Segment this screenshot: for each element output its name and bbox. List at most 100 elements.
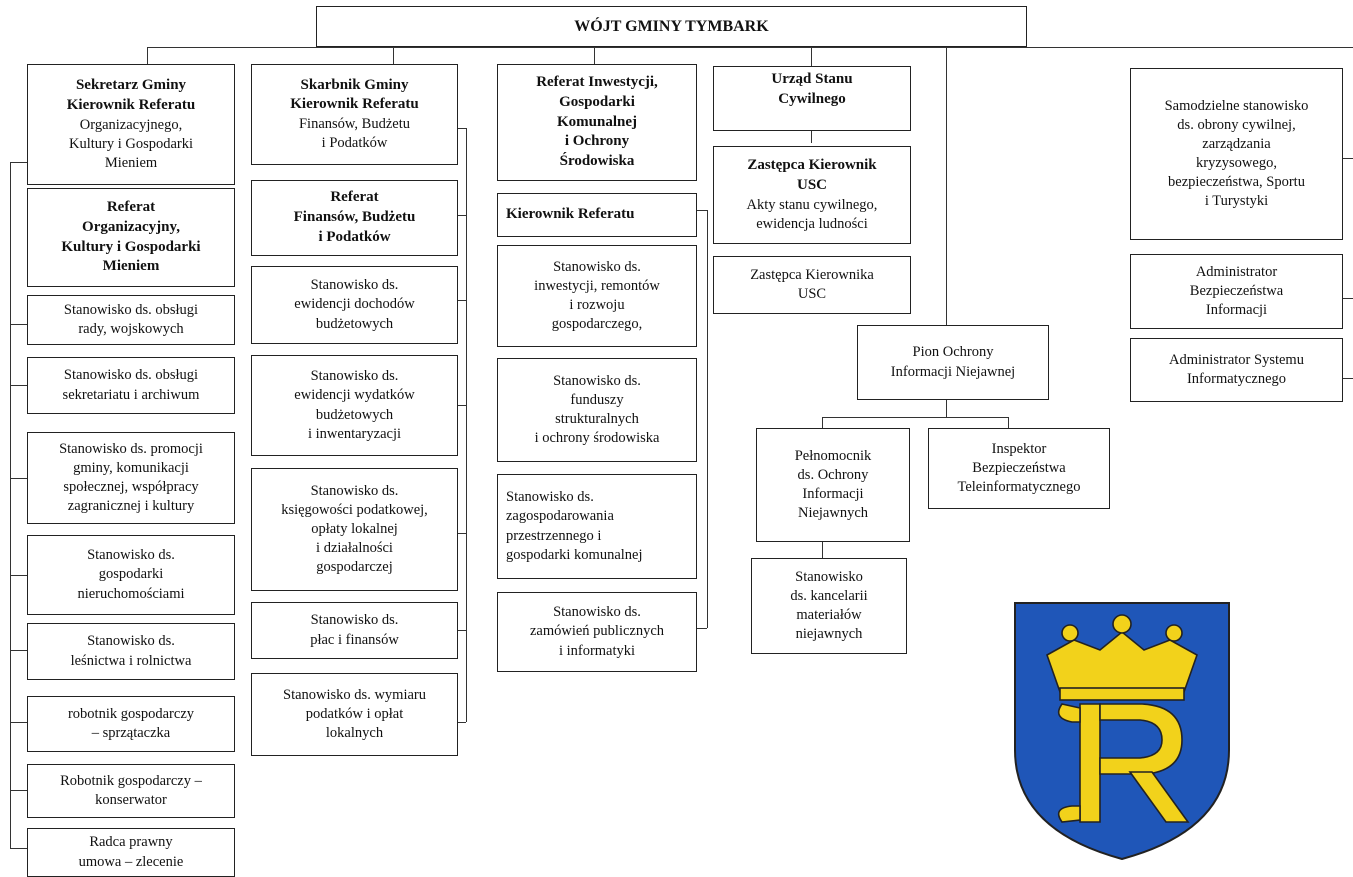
- col3-item: Stanowisko ds. funduszy strukturalnych i…: [497, 358, 697, 462]
- col1-tick: [10, 575, 27, 577]
- referat-organizacyjny-box: Referat Organizacyjny, Kultury i Gospoda…: [27, 188, 235, 287]
- item-line: Stanowisko ds. wymiaru: [283, 686, 426, 703]
- inwestycji-line: i Ochrony: [564, 133, 630, 150]
- col3-tick: [697, 210, 707, 212]
- col3-bracket: [707, 210, 709, 628]
- pion-branch-l: [822, 417, 824, 428]
- item-line: przestrzennego i: [506, 527, 602, 544]
- pelnomocnik-line: Pełnomocnik: [794, 447, 872, 464]
- item-line: Stanowisko ds.: [310, 277, 399, 294]
- pelnomocnik-down: [822, 542, 824, 558]
- col1-tick: [10, 324, 27, 326]
- item-line: budżetowych: [315, 406, 394, 423]
- coat-of-arms-icon: [1014, 602, 1230, 861]
- pion-down: [946, 400, 948, 417]
- referat-line: Kultury i Gospodarki: [61, 238, 201, 255]
- kancelaria-line: Stanowisko: [795, 568, 863, 585]
- item-line: ewidencji wydatków: [294, 387, 415, 404]
- col2-item: Stanowisko ds. ewidencji dochodów budżet…: [251, 266, 458, 344]
- item-line: sekretariatu i archiwum: [62, 386, 200, 403]
- col3-item: Stanowisko ds. zamówień publicznych i in…: [497, 592, 697, 672]
- inwestycji-line: Środowiska: [559, 153, 635, 170]
- item-line: i rozwoju: [569, 297, 625, 313]
- zastepca-line: USC: [796, 176, 827, 193]
- zastepca-kierownika-box: Zastępca Kierownika USC: [713, 256, 911, 314]
- obrona-line: zarządzania: [1202, 135, 1271, 152]
- item-line: gospodarczego,: [551, 316, 643, 333]
- inspektor-line: Inspektor: [991, 440, 1047, 457]
- col2-item: Stanowisko ds. księgowości podatkowej, o…: [251, 468, 458, 591]
- col2-tick: [458, 722, 466, 724]
- inwestycji-line: Gospodarki: [559, 93, 635, 110]
- item-line: Stanowisko ds. promocji: [59, 440, 203, 457]
- col1-tick: [10, 162, 27, 164]
- col2-item: Stanowisko ds. ewidencji wydatków budżet…: [251, 355, 458, 456]
- referat-line: Organizacyjny,: [82, 218, 180, 235]
- kancelaria-box: Stanowisko ds. kancelarii materiałów nie…: [751, 558, 907, 654]
- col2-item: Stanowisko ds. wymiaru podatków i opłat …: [251, 673, 458, 756]
- obrona-line: bezpieczeństwa, Sportu: [1168, 174, 1305, 191]
- col1-tick: [10, 385, 27, 387]
- item-line: i ochrony środowiska: [534, 430, 660, 447]
- col1-item: Stanowisko ds. obsługi sekretariatu i ar…: [27, 357, 235, 414]
- pion-trunk: [946, 47, 948, 325]
- referat-line: Referat: [330, 189, 379, 206]
- zastepca2-line: Zastępca Kierownika: [750, 266, 874, 283]
- item-line: Stanowisko ds.: [310, 612, 399, 629]
- item-line: Robotnik gospodarczy –: [60, 772, 202, 789]
- pion-branch: [822, 417, 1008, 419]
- sekretarz-line: Kultury i Gospodarki: [68, 135, 194, 152]
- col2-tick: [458, 215, 466, 217]
- item-line: i informatyki: [558, 642, 636, 659]
- usc-line: Urząd Stanu: [771, 71, 853, 87]
- skarbnik-box: Skarbnik Gminy Kierownik Referatu Finans…: [251, 64, 458, 165]
- asi-line: Informatycznego: [1186, 371, 1287, 387]
- sekretarz-box: Sekretarz Gminy Kierownik Referatu Organ…: [27, 64, 235, 185]
- abi-box: Administrator Bezpieczeństwa Informacji: [1130, 254, 1343, 329]
- skarbnik-role: Kierownik Referatu: [290, 96, 419, 113]
- col2-tick: [458, 128, 466, 130]
- inspektor-box: Inspektor Bezpieczeństwa Teleinformatycz…: [928, 428, 1110, 509]
- item-line: Radca prawny: [89, 834, 173, 851]
- item-line: księgowości podatkowej,: [281, 501, 428, 518]
- col1-tick: [10, 790, 27, 792]
- usc-small: [811, 131, 813, 143]
- inspektor-line: Teleinformatycznego: [957, 479, 1081, 496]
- col1-item: Radca prawny umowa – zlecenie: [27, 828, 235, 877]
- col3-item: Stanowisko ds. zagospodarowania przestrz…: [497, 474, 697, 579]
- item-line: zamówień publicznych: [529, 623, 665, 640]
- item-line: Stanowisko ds. obsługi: [63, 367, 199, 384]
- sekretarz-role: Kierownik Referatu: [66, 96, 196, 113]
- inwestycji-line: Komunalnej: [556, 113, 637, 130]
- letter-r-icon: [1057, 703, 1190, 823]
- zastepca2-line: USC: [797, 286, 827, 302]
- item-line: społecznej, współpracy: [63, 479, 199, 495]
- col2-tick: [458, 533, 466, 535]
- right-tick: [1343, 378, 1353, 380]
- item-line: Stanowisko ds.: [87, 633, 175, 650]
- kierownik-referatu-box: Kierownik Referatu: [497, 193, 697, 237]
- obrona-line: Samodzielne stanowisko: [1164, 97, 1309, 114]
- top-drop-2: [393, 47, 395, 64]
- item-line: rady, wojskowych: [78, 321, 184, 337]
- item-line: podatków i opłat: [305, 705, 404, 722]
- usc-line: Cywilnego: [778, 90, 846, 107]
- item-line: gospodarki komunalnej: [506, 546, 643, 563]
- abi-line: Administrator: [1195, 263, 1278, 280]
- item-line: nieruchomościami: [77, 585, 185, 602]
- top-drop-1: [147, 47, 149, 64]
- obrona-cywilna-box: Samodzielne stanowisko ds. obrony cywiln…: [1130, 68, 1343, 240]
- item-line: zagospodarowania: [506, 508, 614, 525]
- col2-bracket: [466, 128, 468, 722]
- referat-line: Finansów, Budżetu: [293, 209, 416, 226]
- item-line: gospodarki: [98, 566, 164, 583]
- referat-line: i Podatków: [318, 228, 391, 245]
- sekretarz-line: Mieniem: [104, 154, 158, 171]
- zastepca-kierownik-box: Zastępca Kierownik USC Akty stanu cywiln…: [713, 146, 911, 244]
- page-title: WÓJT GMINY TYMBARK: [574, 17, 769, 35]
- skarbnik-title: Skarbnik Gminy: [300, 76, 409, 93]
- right-tick: [1343, 298, 1353, 300]
- kierownik-label: Kierownik Referatu: [506, 206, 635, 223]
- item-line: konserwator: [95, 792, 167, 808]
- top-connector: [147, 47, 1353, 49]
